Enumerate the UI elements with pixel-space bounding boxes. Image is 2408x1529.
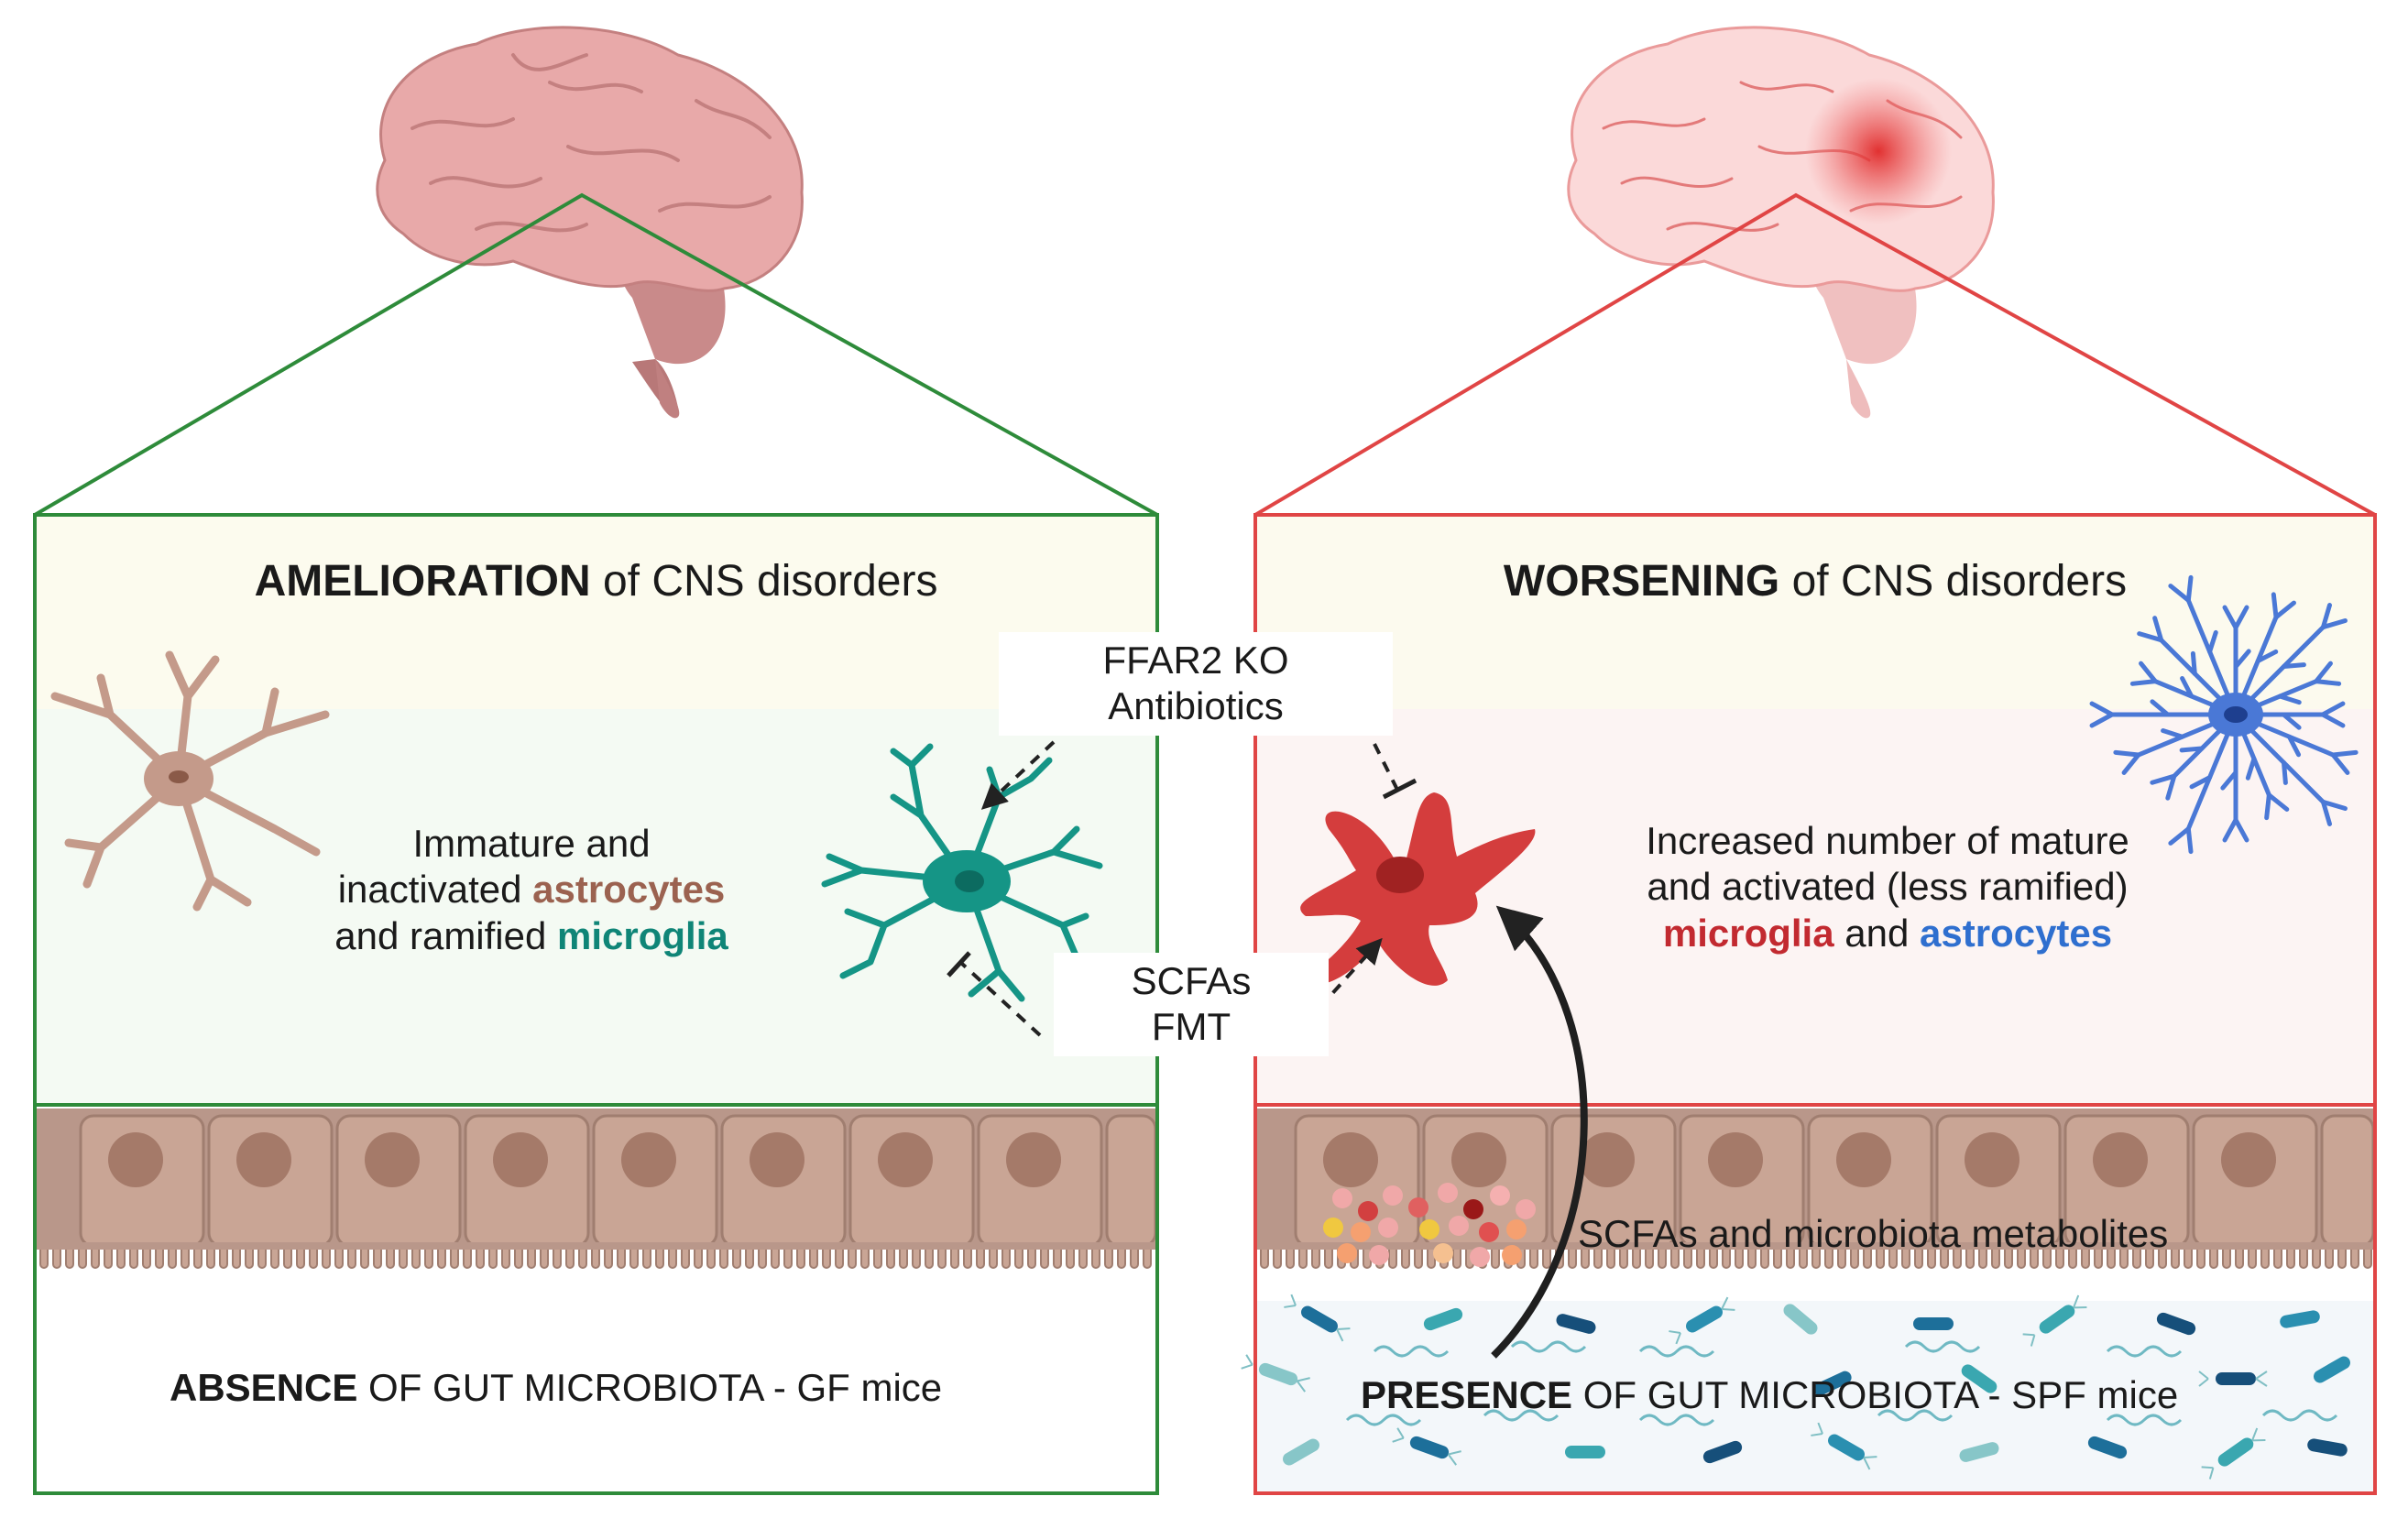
metabolite-dots (1323, 1183, 1536, 1267)
microglia-red-label: microglia (1662, 911, 1834, 955)
right-title-band (1255, 515, 2375, 709)
left-description: Immature and inactivated astrocytes and … (275, 821, 788, 959)
right-panel-title: WORSENING of CNS disorders (1255, 555, 2375, 608)
left-footer-rest: OF GUT MICROBIOTA - GF mice (357, 1366, 943, 1409)
left-panel (35, 515, 1157, 1493)
left-desc-line2: inactivated astrocytes (337, 868, 726, 912)
inflamed-brain (1567, 26, 1995, 419)
astrocytes-label: astrocytes (532, 868, 726, 912)
left-title-rest: of CNS disorders (590, 557, 938, 606)
left-desc-line1: Immature and (412, 822, 651, 865)
astrocytes-blue-label: astrocytes (1920, 911, 2113, 955)
scfas-inhibit-teal-microglia (947, 951, 1042, 1037)
left-footer-bold: ABSENCE (170, 1366, 358, 1409)
microglia-label: microglia (557, 913, 728, 957)
right-desc-line2: and activated (less ramified) (1647, 865, 2129, 909)
left-panel-title: AMELIORATION of CNS disorders (35, 555, 1157, 608)
activated-microglia (1300, 792, 1536, 986)
ffar2-antibiotics-label: FFAR2 KO Antibiotics (999, 632, 1393, 736)
ffar2-inhibit-red-microglia (1373, 743, 1417, 800)
ffar2-to-microglia-arrow (980, 740, 1056, 810)
left-footer: ABSENCE OF GUT MICROBIOTA - GF mice (170, 1365, 1086, 1411)
left-epithelium (37, 1109, 1157, 1269)
activated-astrocyte (2089, 574, 2359, 855)
left-title-band (35, 515, 1157, 709)
right-footer-bold: PRESENCE (1361, 1373, 1573, 1416)
scfas-to-red-microglia-arrow (1318, 937, 1383, 1010)
right-desc-line1: Increased number of mature (1646, 819, 2129, 862)
bacteria (1241, 1294, 2350, 1480)
right-footer-rest: OF GUT MICROBIOTA - SPF mice (1572, 1373, 2179, 1416)
left-desc-line3: and ramified microglia (334, 913, 728, 957)
right-desc-line3: microglia and astrocytes (1662, 911, 2113, 955)
inactive-astrocyte (50, 650, 330, 912)
right-footer: PRESENCE OF GUT MICROBIOTA - SPF mice (1361, 1372, 2323, 1418)
healthy-brain (376, 26, 804, 419)
right-zoom-lines (1253, 192, 2376, 517)
metabolites-label: SCFAs and microbiota metabolites (1578, 1212, 2169, 1255)
right-title-rest: of CNS disorders (1779, 557, 2128, 606)
left-lumen (35, 1301, 1157, 1493)
left-zoom-lines (33, 192, 1158, 517)
gut-to-brain-arrow (1491, 905, 1588, 1359)
scfas-fmt-label: SCFAs FMT (1054, 953, 1329, 1056)
right-title-bold: WORSENING (1503, 557, 1780, 606)
right-description: Increased number of mature and activated… (1549, 818, 2227, 956)
left-title-bold: AMELIORATION (254, 557, 591, 606)
right-epithelium (1257, 1109, 2375, 1269)
